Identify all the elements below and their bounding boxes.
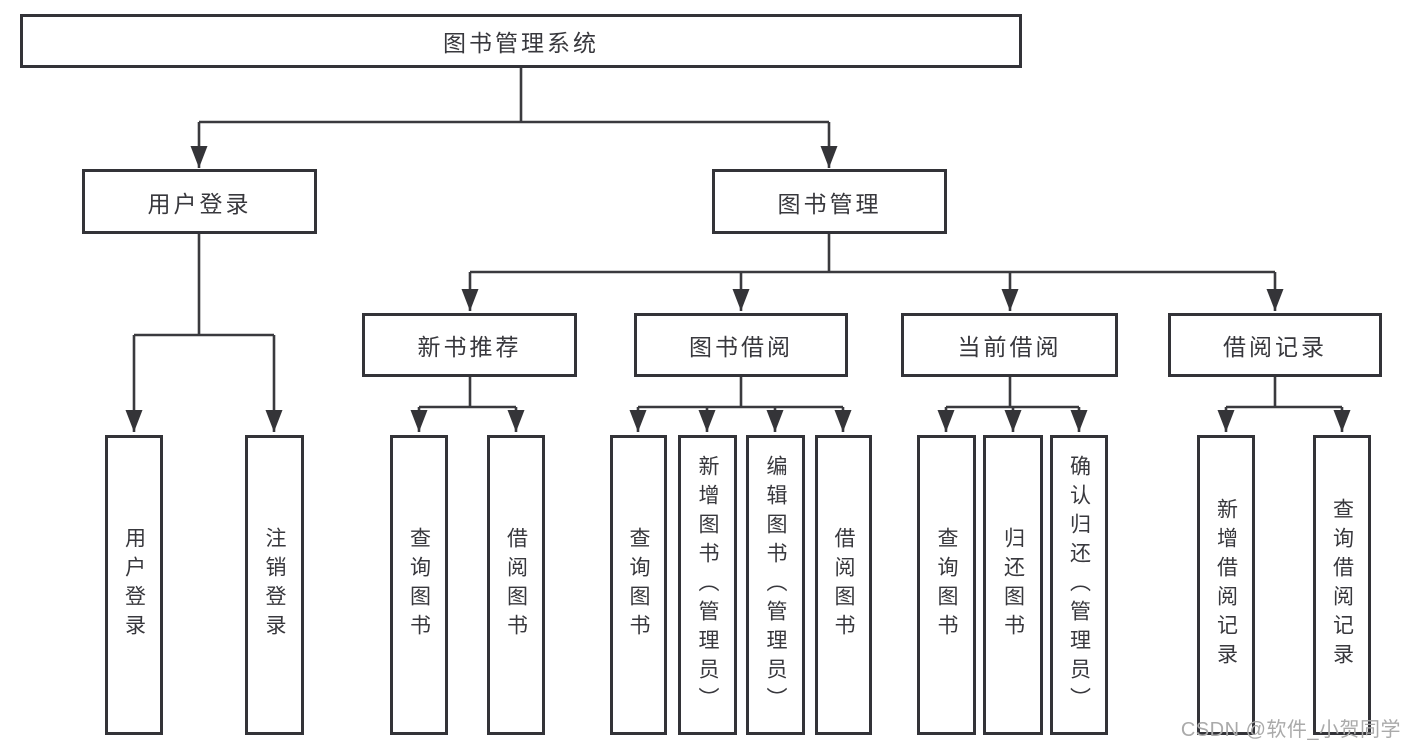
connector-book-borrow-children: [629, 377, 852, 432]
node-book-management: 图书管理: [712, 169, 947, 234]
node-label: 编辑图书（管理员）: [764, 454, 788, 716]
node-label: 当前借阅: [957, 334, 1062, 360]
node-current-borrow: 当前借阅: [901, 313, 1118, 377]
connector-book-management-children: [461, 234, 1284, 311]
node-label: 查询图书: [407, 527, 431, 643]
leaf-query-books-current: 查询图书: [917, 435, 976, 735]
node-label: 用户登录: [147, 190, 252, 217]
leaf-confirm-return-admin: 确认归还（管理员）: [1050, 435, 1108, 735]
node-label: 借阅图书: [504, 527, 528, 643]
node-book-borrow: 图书借阅: [634, 313, 848, 377]
node-user-login: 用户登录: [82, 169, 317, 234]
node-label: 归还图书: [1001, 527, 1025, 643]
node-label: 借阅记录: [1223, 334, 1327, 360]
leaf-user-login: 用户登录: [105, 435, 163, 735]
leaf-borrow-books-recommend: 借阅图书: [487, 435, 545, 735]
node-label: 新增图书（管理员）: [696, 454, 720, 716]
connector-root-to-level2: [190, 68, 838, 168]
node-label: 查询借阅记录: [1330, 498, 1354, 672]
node-borrow-records: 借阅记录: [1168, 313, 1382, 377]
node-label: 查询图书: [935, 527, 959, 643]
connector-borrow-records-children: [1217, 377, 1351, 432]
leaf-logout: 注销登录: [245, 435, 304, 735]
leaf-add-borrow-record: 新增借阅记录: [1197, 435, 1255, 735]
node-label: 确认归还（管理员）: [1067, 454, 1091, 716]
node-library-system: 图书管理系统: [20, 14, 1022, 68]
leaf-query-borrow-record: 查询借阅记录: [1313, 435, 1371, 735]
node-label: 借阅图书: [832, 527, 856, 643]
leaf-borrow-books: 借阅图书: [815, 435, 872, 735]
leaf-query-books-recommend: 查询图书: [390, 435, 448, 735]
node-label: 查询图书: [627, 527, 651, 643]
node-label: 用户登录: [122, 527, 146, 643]
csdn-watermark: CSDN @软件_小贺同学: [1180, 719, 1401, 741]
node-label: 图书管理系统: [443, 30, 599, 56]
node-label: 新增借阅记录: [1214, 498, 1238, 672]
connector-current-borrow-children: [937, 377, 1088, 432]
leaf-edit-book-admin: 编辑图书（管理员）: [746, 435, 805, 735]
leaf-return-book: 归还图书: [983, 435, 1043, 735]
connector-new-book-children: [410, 377, 525, 432]
node-label: 注销登录: [263, 527, 287, 643]
connector-user-login-children: [125, 234, 283, 432]
node-new-book-recommend: 新书推荐: [362, 313, 577, 377]
node-label: 图书借阅: [689, 334, 793, 360]
node-label: 图书管理: [777, 190, 882, 217]
leaf-query-books-borrow: 查询图书: [610, 435, 667, 735]
node-label: 新书推荐: [417, 334, 522, 360]
leaf-add-book-admin: 新增图书（管理员）: [678, 435, 737, 735]
